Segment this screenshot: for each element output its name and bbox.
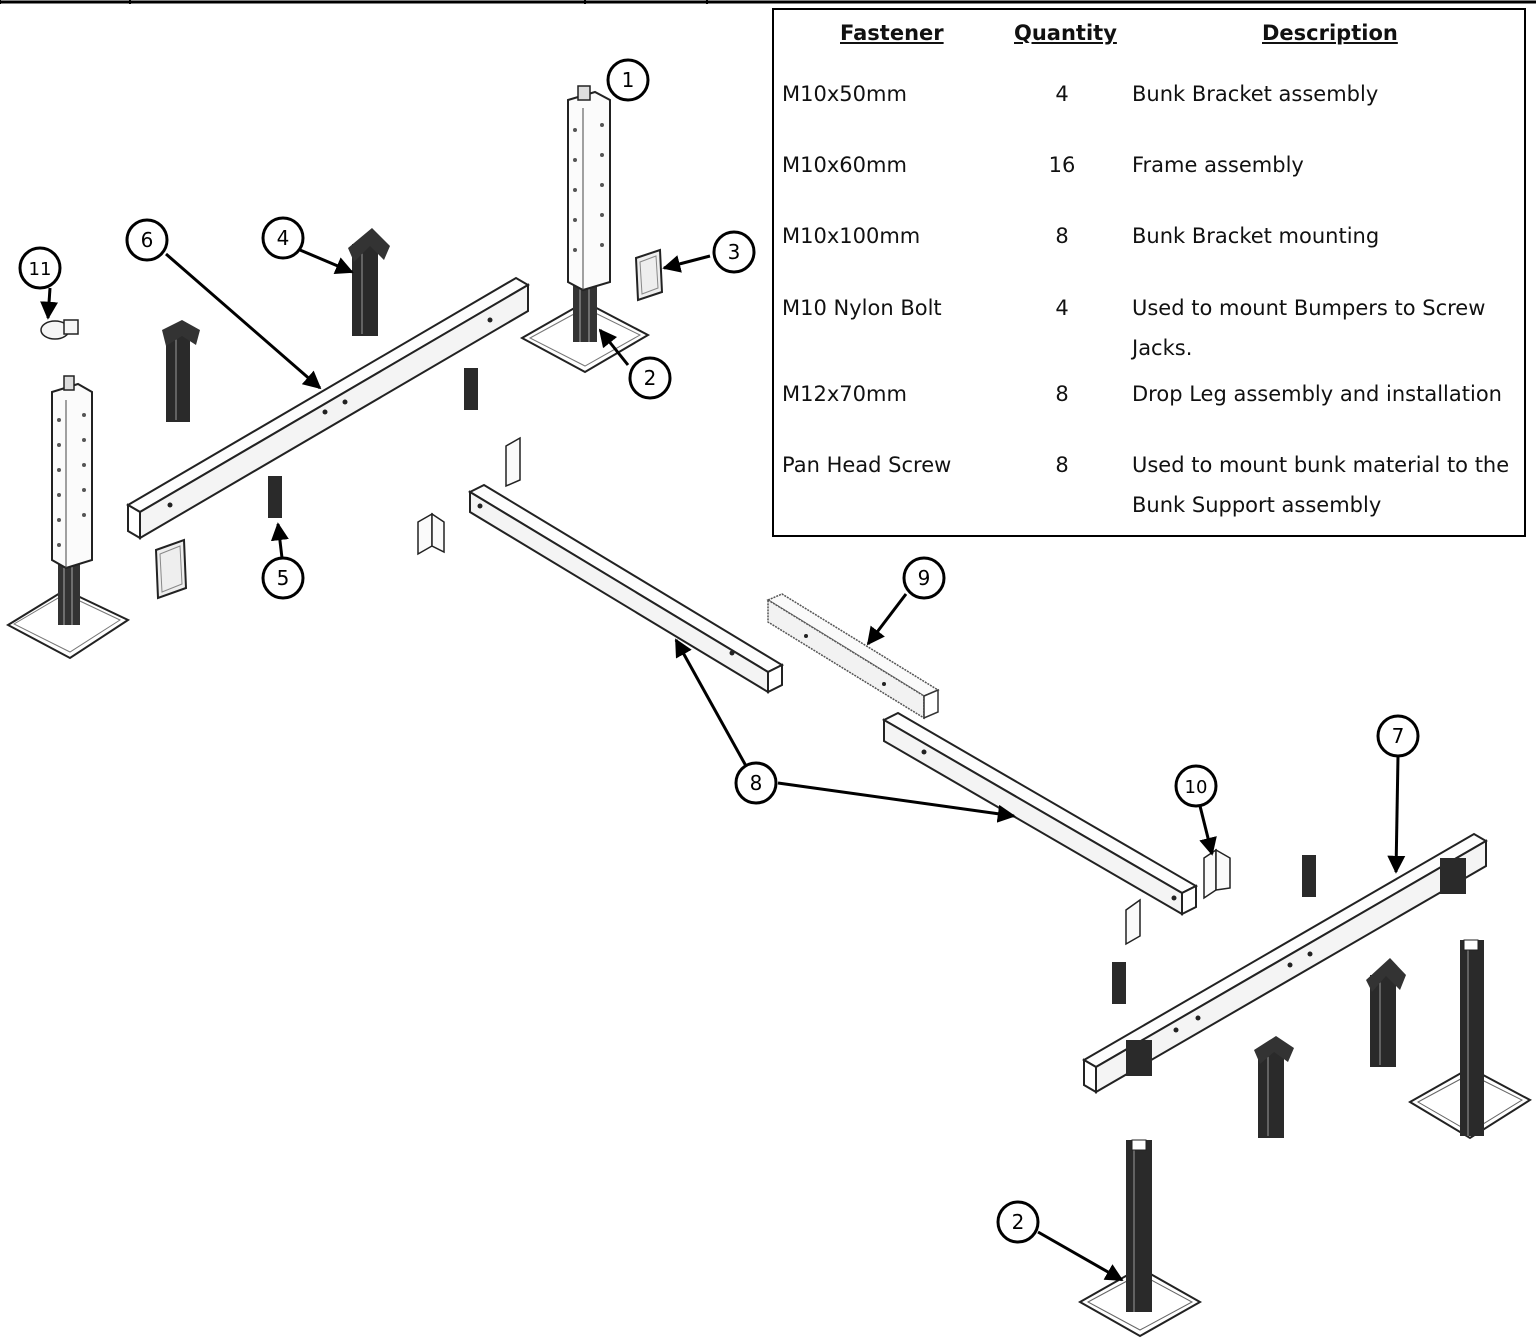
drop-leg-left-2: [348, 228, 390, 336]
callout-2-bottom: 2: [996, 1200, 1040, 1244]
description-cell: Bunk Bracket mounting: [1132, 224, 1380, 248]
screw-jack-left: [5, 375, 131, 660]
quantity-cell: 16: [1048, 153, 1076, 177]
svg-text:8: 8: [750, 771, 763, 795]
callout-5: 5: [261, 556, 305, 600]
side-rail-8b: [881, 711, 1199, 916]
callout-1: 1: [606, 58, 650, 102]
description-cell: Frame assembly: [1132, 153, 1304, 177]
callout-2-top: 2: [628, 356, 672, 400]
quantity-cell: 8: [1055, 382, 1069, 406]
svg-text:3: 3: [728, 240, 741, 264]
callout-11: 11: [18, 246, 62, 290]
header-quantity: Quantity: [1014, 21, 1117, 45]
cross-rail-6: [126, 276, 530, 540]
description-cell: Used to mount bunk material to the Bunk …: [1132, 453, 1510, 517]
fastener-table: Fastener Quantity Description M10x50mm 4…: [772, 8, 1526, 537]
side-rail-8a: [467, 483, 785, 694]
svg-text:5: 5: [277, 566, 290, 590]
callout-8: 8: [734, 761, 778, 805]
svg-text:2: 2: [1012, 1210, 1025, 1234]
svg-text:11: 11: [29, 259, 52, 280]
svg-text:9: 9: [918, 566, 931, 590]
screw-jack-bottom-right: [1408, 939, 1532, 1140]
bumper-part: [40, 319, 79, 340]
fastener-cell: M10x60mm: [782, 153, 907, 177]
description-cell: Used to mount Bumpers to Screw Jacks.: [1132, 296, 1486, 360]
fastener-cell: Pan Head Screw: [782, 453, 952, 477]
callout-3: 3: [712, 230, 756, 274]
quantity-cell: 8: [1055, 224, 1069, 248]
callout-4: 4: [261, 216, 305, 260]
fastener-cell: M10x50mm: [782, 82, 907, 106]
bunk-support-9: [766, 593, 940, 720]
drop-leg-left-1: [162, 320, 200, 422]
description-cell: Drop Leg assembly and installation: [1132, 382, 1502, 406]
fastener-cell: M10x100mm: [782, 224, 921, 248]
description-cell: Bunk Bracket assembly: [1132, 82, 1379, 106]
drop-leg-right-1: [1254, 1036, 1294, 1138]
leader-arrows: [40, 248, 1406, 1282]
svg-text:1: 1: [622, 68, 635, 92]
svg-text:10: 10: [1185, 777, 1208, 798]
quantity-cell: 4: [1055, 82, 1069, 106]
mounting-plate-right: [634, 248, 664, 302]
svg-text:7: 7: [1392, 724, 1405, 748]
cross-rail-7: [1082, 832, 1488, 1094]
mounting-plate-left: [154, 538, 188, 600]
callout-10: 10: [1174, 764, 1218, 808]
fastener-cell: M12x70mm: [782, 382, 907, 406]
small-bracket-set: [268, 368, 1316, 1004]
callout-6: 6: [125, 218, 169, 262]
screw-jack-bottom: [1077, 1139, 1203, 1338]
svg-text:4: 4: [277, 226, 290, 250]
header-strip: [0, 0, 1536, 4]
header-description: Description: [1262, 21, 1398, 45]
quantity-cell: 8: [1055, 453, 1069, 477]
drop-leg-right-2: [1366, 958, 1406, 1067]
callout-7: 7: [1376, 714, 1420, 758]
quantity-cell: 4: [1055, 296, 1069, 320]
svg-text:2: 2: [644, 366, 657, 390]
header-fastener: Fastener: [840, 21, 944, 45]
svg-text:6: 6: [141, 228, 154, 252]
screw-jack-right: [519, 85, 651, 374]
callout-9: 9: [902, 556, 946, 600]
angle-bracket-set: [417, 436, 1231, 946]
fastener-cell: M10 Nylon Bolt: [782, 296, 942, 320]
